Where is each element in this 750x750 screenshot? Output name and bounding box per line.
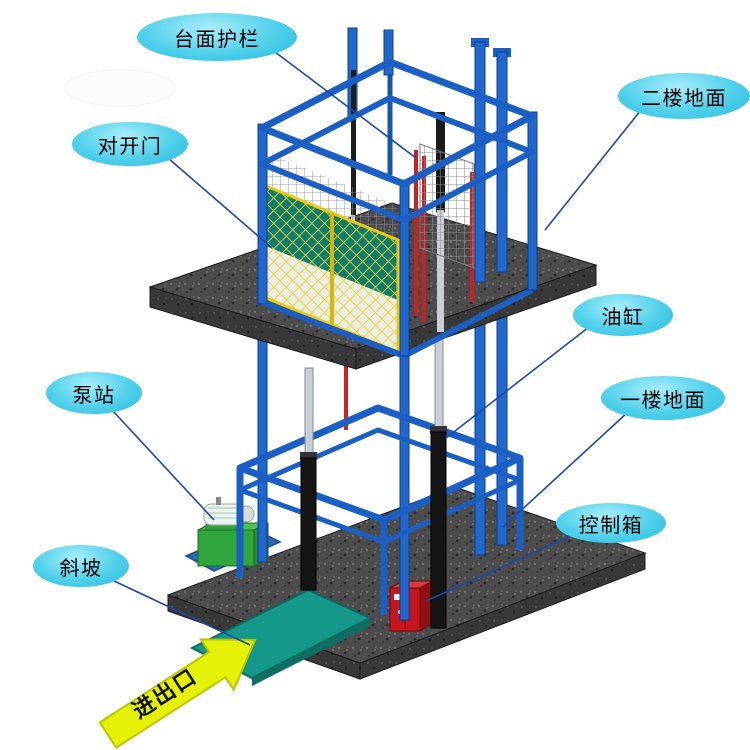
lift-cage — [257, 27, 538, 359]
middle-guide-frame — [236, 404, 524, 615]
control-box-unit — [389, 580, 434, 632]
watermark-smudge — [64, 69, 176, 107]
red-guide-rail — [414, 150, 418, 316]
callout-first-floor-ground: 一楼地面 — [601, 376, 725, 420]
entrance-arrow — [98, 638, 257, 749]
callout-oil-cylinder: 油缸 — [573, 294, 673, 336]
hydraulic-cylinder-right — [430, 329, 447, 629]
leader-lines — [111, 51, 642, 646]
cylinder-rod-upper-left — [351, 70, 356, 215]
platform-guardrail-rim-top — [258, 58, 536, 188]
callout-ramp: 斜坡 — [33, 545, 129, 587]
mast-front — [474, 41, 486, 283]
callout-control-box: 控制箱 — [556, 503, 666, 543]
callout-second-floor-ground: 二楼地面 — [618, 73, 750, 119]
double-swing-door — [264, 183, 400, 355]
platform-guardrail-rim-mid — [259, 95, 535, 223]
callout-pump-station: 泵站 — [46, 372, 142, 414]
cage-mesh-front-upper — [266, 152, 398, 240]
mast-rear — [496, 51, 508, 273]
callout-double-swing-door: 对开门 — [72, 122, 188, 166]
hydraulic-cylinder-left — [300, 367, 317, 591]
callout-platform-guardrail: 台面护栏 — [137, 13, 297, 61]
